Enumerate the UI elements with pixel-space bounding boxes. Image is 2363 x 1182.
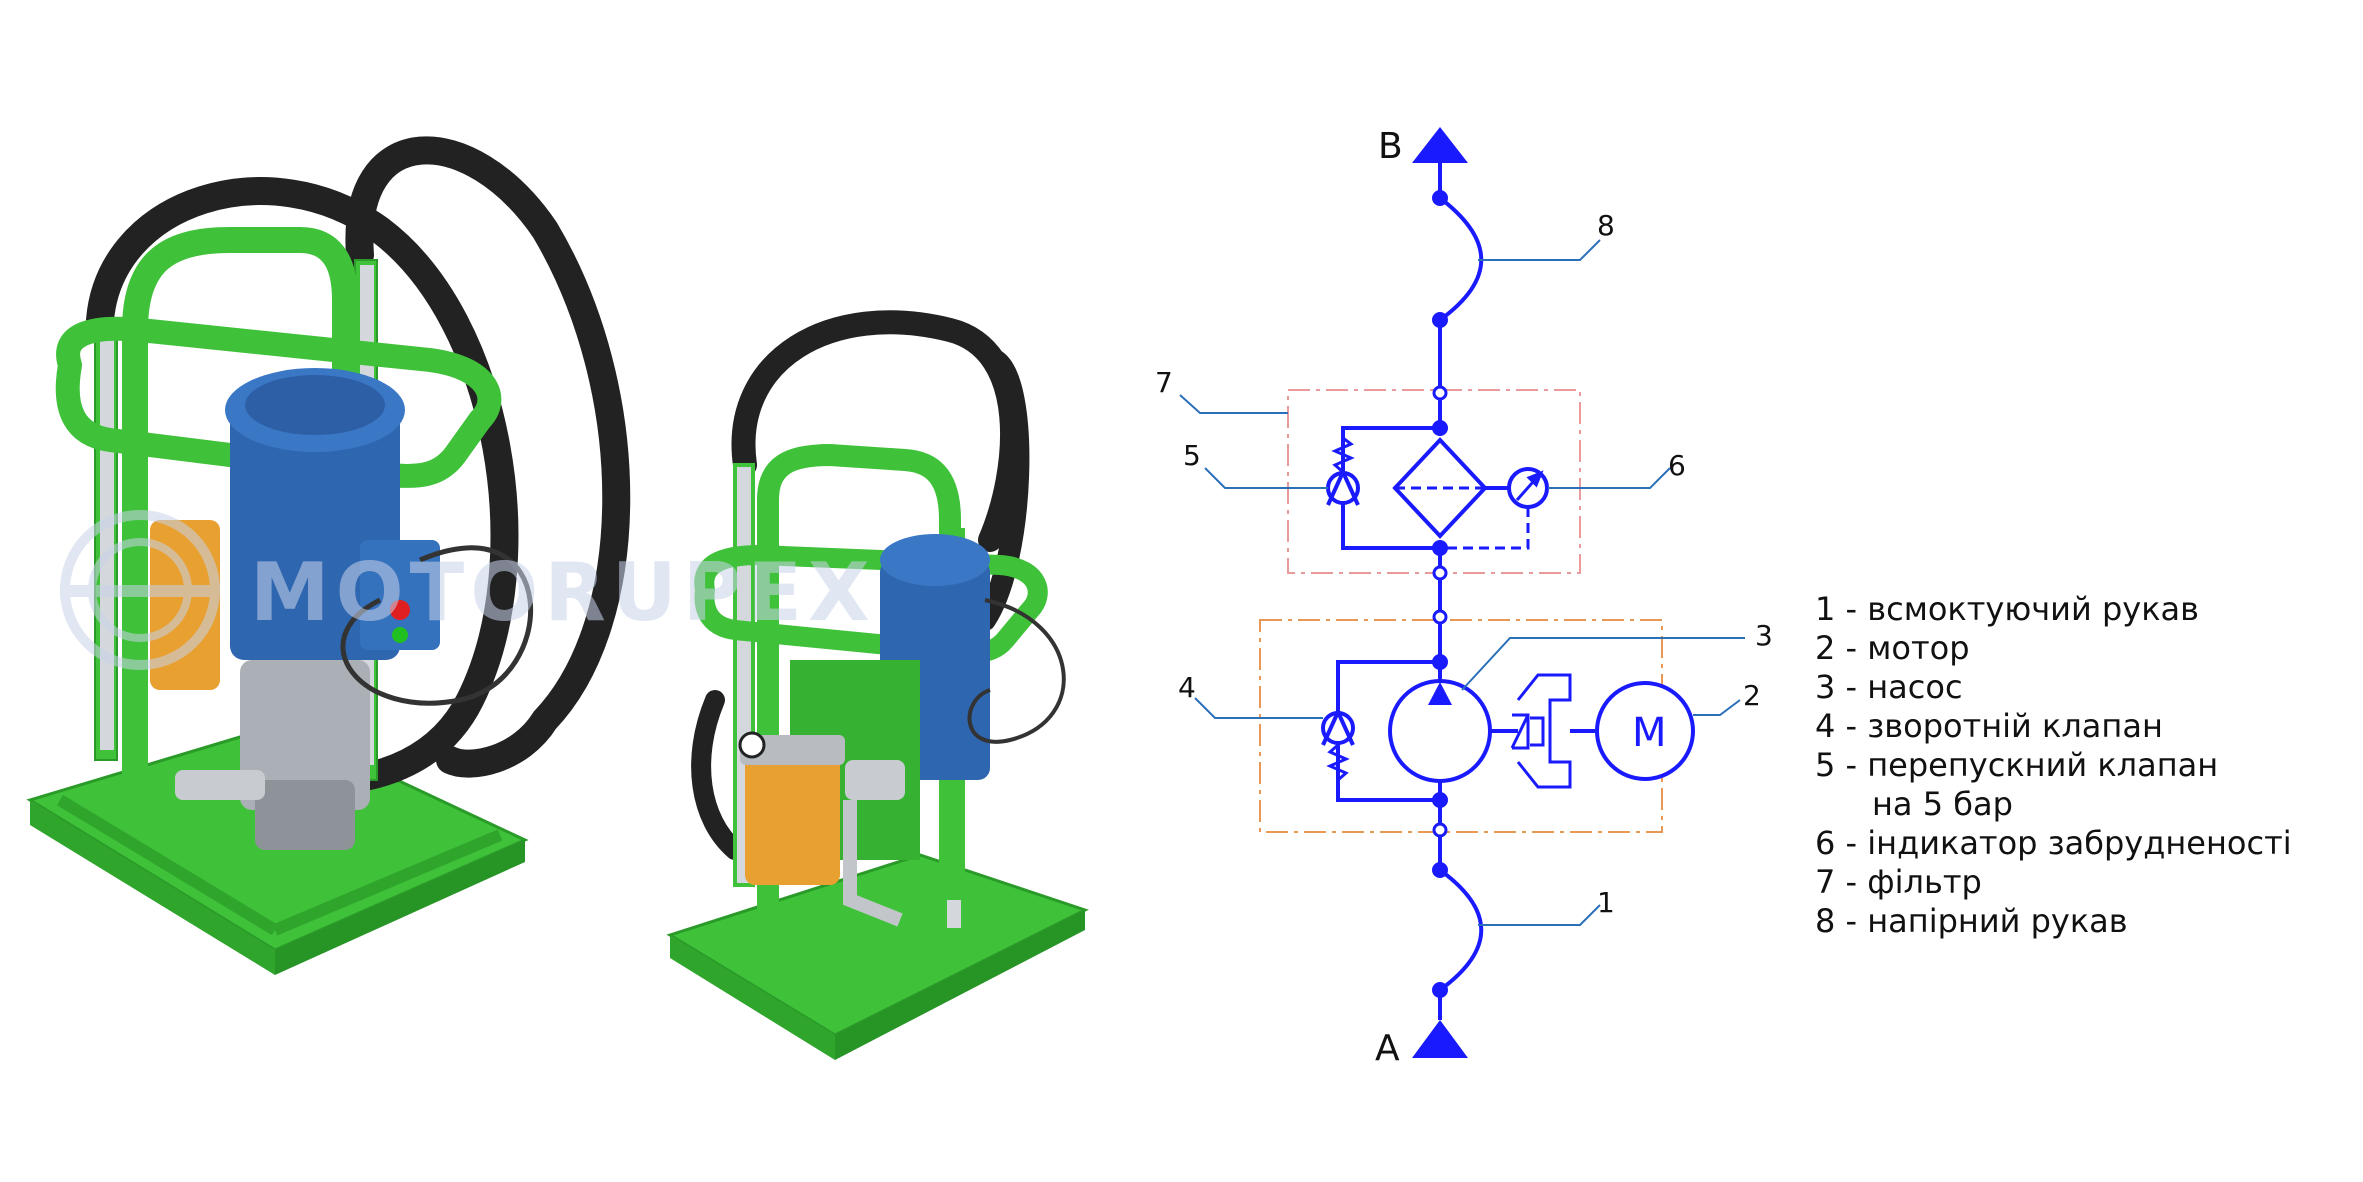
leader-6	[1548, 467, 1671, 489]
legend-item: 2 - мотор	[1815, 629, 1970, 667]
callout-7: 7	[1155, 366, 1173, 399]
port-a-label: A	[1375, 1028, 1400, 1069]
hose-small-outer	[731, 310, 1024, 552]
port-b-label: B	[1378, 126, 1403, 167]
leader-7	[1179, 394, 1288, 414]
pump-large	[175, 660, 370, 850]
pump-direction-arrow	[1428, 682, 1452, 705]
motor-switch-red	[390, 600, 410, 620]
chrome-post-left	[100, 330, 114, 750]
watermark-logo	[60, 510, 220, 670]
hydraulic-schematic: B A	[1259, 126, 1695, 1069]
legend-item: 5 - перепускний клапан	[1815, 746, 2219, 784]
legend-item: 8 - напірний рукав	[1815, 902, 2128, 940]
legend-item: на 5 бар	[1872, 785, 2013, 823]
pressure-hose-symbol	[1438, 196, 1484, 322]
legend-item: 7 - фільтр	[1815, 863, 1982, 901]
legend-item: 3 - насос	[1815, 668, 1963, 706]
callout-1: 1	[1597, 886, 1615, 919]
leader-8	[1478, 239, 1601, 261]
base-plate-large-edge	[30, 800, 275, 975]
watermark-text: MOTORUPEX	[250, 546, 876, 639]
callout-4: 4	[1178, 671, 1196, 704]
callout-2: 2	[1743, 679, 1761, 712]
motor-symbol	[1595, 681, 1695, 781]
coupling-symbol	[1512, 713, 1530, 750]
filter-unit-large	[26, 136, 631, 975]
pump-block: M	[1321, 660, 1695, 802]
leader-4	[1194, 697, 1323, 719]
product-illustration: MOTORUPEX	[26, 136, 1089, 1060]
hose-small-low	[691, 690, 745, 860]
callout-3: 3	[1755, 619, 1773, 652]
motor-switch-green	[392, 627, 408, 643]
leader-3	[1461, 637, 1745, 691]
connector-circles	[1432, 385, 1448, 838]
suction-hose-symbol	[1438, 868, 1484, 992]
legend-item: 1 - всмоктуючий рукав	[1815, 590, 2199, 628]
motor-large	[225, 368, 440, 660]
leader-5	[1204, 467, 1328, 489]
filter-canister-small	[745, 750, 840, 885]
frame-handle-small	[757, 444, 961, 940]
motor-letter: M	[1632, 710, 1667, 756]
guard-ring-small	[694, 545, 1048, 664]
port-a-triangle	[1412, 1020, 1468, 1058]
hose-small-side	[974, 349, 1030, 631]
guard-ring-large	[55, 316, 502, 488]
callout-numbers: 8 7 5 6 3 4 2 1	[1155, 209, 1773, 919]
callout-8: 8	[1597, 209, 1615, 242]
callout-6: 6	[1668, 449, 1686, 482]
port-b-triangle	[1412, 127, 1468, 163]
filter-unit-small	[666, 310, 1089, 1060]
legend-item: 6 - індикатор забрудненості	[1815, 824, 2292, 862]
leader-2	[1693, 699, 1741, 716]
frame-handle-large	[122, 227, 358, 820]
hose-large-outer	[345, 136, 631, 778]
clog-gauge-small	[738, 731, 766, 759]
coupling-housing	[1516, 673, 1572, 789]
bypass-valve-spring	[1331, 436, 1355, 474]
leader-lines	[1179, 239, 1745, 926]
callout-5: 5	[1183, 439, 1201, 472]
power-cable-small	[967, 598, 1066, 744]
power-cable-large	[340, 545, 534, 706]
main-supply-line	[1438, 163, 1484, 1020]
legend-item: 4 - зворотній клапан	[1815, 707, 2163, 745]
filter-block	[1326, 426, 1549, 550]
check-valve-spring	[1326, 743, 1350, 782]
filter-symbol	[1392, 437, 1488, 539]
leader-1	[1478, 904, 1601, 926]
